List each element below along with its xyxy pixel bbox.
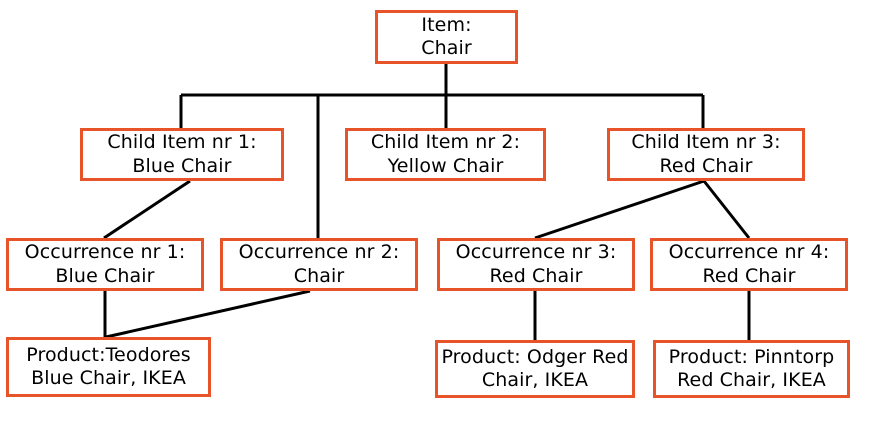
node-occurrence-4[interactable]: Occurrence nr 4:Red Chair (650, 238, 848, 291)
node-label-primary: Occurrence nr 1: (24, 241, 186, 264)
node-label-secondary: Blue Chair, IKEA (31, 367, 186, 389)
node-label-primary: Product:Teodores (26, 343, 191, 366)
node-label-secondary: Red Chair, IKEA (677, 369, 826, 391)
node-label-secondary: Chair, IKEA (481, 369, 589, 391)
node-label-primary: Product: Pinntorp (668, 345, 835, 368)
node-label-primary: Occurrence nr 4: (668, 241, 830, 264)
node-label-primary: Item: (421, 13, 472, 36)
node-child-item-2[interactable]: Child Item nr 2:Yellow Chair (345, 128, 546, 181)
node-occurrence-3[interactable]: Occurrence nr 3:Red Chair (437, 238, 635, 291)
node-label-secondary: Chair (293, 264, 345, 287)
node-label-primary: Child Item nr 1: (107, 131, 257, 154)
node-label-secondary: Blue Chair (132, 154, 232, 177)
node-occurrence-2[interactable]: Occurrence nr 2:Chair (220, 238, 418, 291)
connector-child-3-to-occurrence-4 (702, 180, 751, 239)
node-label-secondary: Red Chair (489, 264, 583, 287)
connector-occurrence-2-to-product-teodores (105, 289, 311, 339)
node-item-chair[interactable]: Item:Chair (375, 10, 518, 64)
node-child-item-3[interactable]: Child Item nr 3:Red Chair (607, 128, 805, 181)
node-label-primary: Occurrence nr 3: (455, 241, 617, 264)
node-label-secondary: Blue Chair (55, 264, 155, 287)
node-child-item-1[interactable]: Child Item nr 1:Blue Chair (80, 128, 284, 181)
node-occurrence-1[interactable]: Occurrence nr 1:Blue Chair (6, 238, 204, 291)
node-label-primary: Child Item nr 2: (370, 131, 521, 154)
node-label-secondary: Yellow Chair (387, 154, 504, 177)
connector-child-1-to-occurrence-1 (103, 179, 191, 240)
connector-child-3-to-occurrence-3 (534, 179, 705, 240)
node-label-secondary: Chair (421, 37, 472, 59)
node-label-primary: Occurrence nr 2: (238, 241, 400, 264)
node-label-secondary: Red Chair (659, 154, 753, 177)
node-label-primary: Product: Odger Red (441, 345, 629, 368)
node-label-secondary: Red Chair (702, 264, 796, 287)
node-label-primary: Child Item nr 3: (631, 131, 781, 154)
